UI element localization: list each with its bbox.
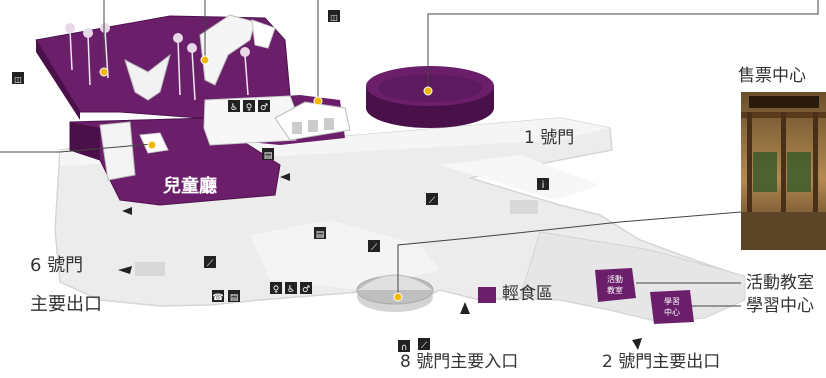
activity-room-sign-2: 教室 xyxy=(607,285,623,295)
gate-8-main-entrance-label: 8 號門主要入口 xyxy=(400,352,519,372)
svg-text:⟋: ⟋ xyxy=(429,196,436,206)
activity-room-sign-1: 活動 xyxy=(607,274,623,284)
svg-text:◫: ◫ xyxy=(330,13,338,22)
activity-classroom-label: 活動教室 xyxy=(746,273,814,293)
svg-text:i: i xyxy=(542,180,545,191)
stroller-icon: ⟋ xyxy=(418,338,430,351)
main-exit-left-label: 主要出口 xyxy=(30,294,102,315)
svg-text:⟋: ⟋ xyxy=(371,243,378,253)
svg-text:♂: ♂ xyxy=(302,285,310,295)
escalator-icon: ⟋ ⟋ ⟋ xyxy=(204,193,438,269)
activity-classroom-room xyxy=(595,268,636,302)
staircase xyxy=(135,200,538,276)
childrens-hall-label: 兒童廳 xyxy=(163,176,217,197)
svg-text:♀: ♀ xyxy=(246,103,253,113)
family-restroom-icon: ♀ ♂ xyxy=(243,100,270,113)
svg-text:⟋: ⟋ xyxy=(207,259,214,269)
information-icon: i xyxy=(537,178,549,191)
callout-lines xyxy=(0,0,819,307)
learning-room-sign-2: 中心 xyxy=(664,307,680,317)
svg-text:⟋: ⟋ xyxy=(421,341,428,351)
gate-2-main-exit-label: 2 號門主要出口 xyxy=(602,352,721,372)
svg-text:♿: ♿ xyxy=(230,103,238,113)
gate-1-label: 1 號門 xyxy=(524,128,575,148)
exit-arrow-gate-2 xyxy=(632,338,642,350)
snack-area-label: 輕食區 xyxy=(502,284,553,304)
audio-guide-icon: ∩ xyxy=(398,340,410,353)
svg-text:▤: ▤ xyxy=(264,151,273,161)
learning-center-label: 學習中心 xyxy=(746,296,814,316)
entrance-arrow-gate-8 xyxy=(460,302,470,314)
svg-text:▤: ▤ xyxy=(316,230,325,240)
svg-text:∩: ∩ xyxy=(401,343,408,353)
snack-area-marker xyxy=(478,287,496,303)
ticket-center-photo xyxy=(741,92,826,250)
svg-text:♿: ♿ xyxy=(287,285,295,295)
svg-text:☎: ☎ xyxy=(212,293,223,303)
nursing-room-icon: ◫ ◫ xyxy=(12,10,340,84)
arrow-west xyxy=(122,207,132,215)
accessible-icon: ♀ ♿ ♂ xyxy=(270,282,312,295)
learning-center-room xyxy=(650,290,694,324)
svg-text:♀: ♀ xyxy=(273,285,280,295)
service-block xyxy=(203,95,297,146)
svg-text:▤: ▤ xyxy=(230,293,239,303)
location-pins[interactable] xyxy=(99,55,433,302)
telephone-icon: ☎ xyxy=(212,290,224,303)
gate-6-label: 6 號門 xyxy=(30,255,84,276)
elevator-icon: ▤ ▤ ▤ xyxy=(228,148,326,303)
ticket-center-label: 售票中心 xyxy=(738,66,806,86)
theatre-drum xyxy=(366,66,494,128)
learning-room-sign-1: 學習 xyxy=(664,296,680,306)
restroom-icon: ♿ xyxy=(228,100,240,113)
exit-arrow-gate-6 xyxy=(118,266,132,274)
arrow-hall xyxy=(280,173,290,181)
svg-text:◫: ◫ xyxy=(14,75,22,84)
svg-text:♂: ♂ xyxy=(260,103,268,113)
